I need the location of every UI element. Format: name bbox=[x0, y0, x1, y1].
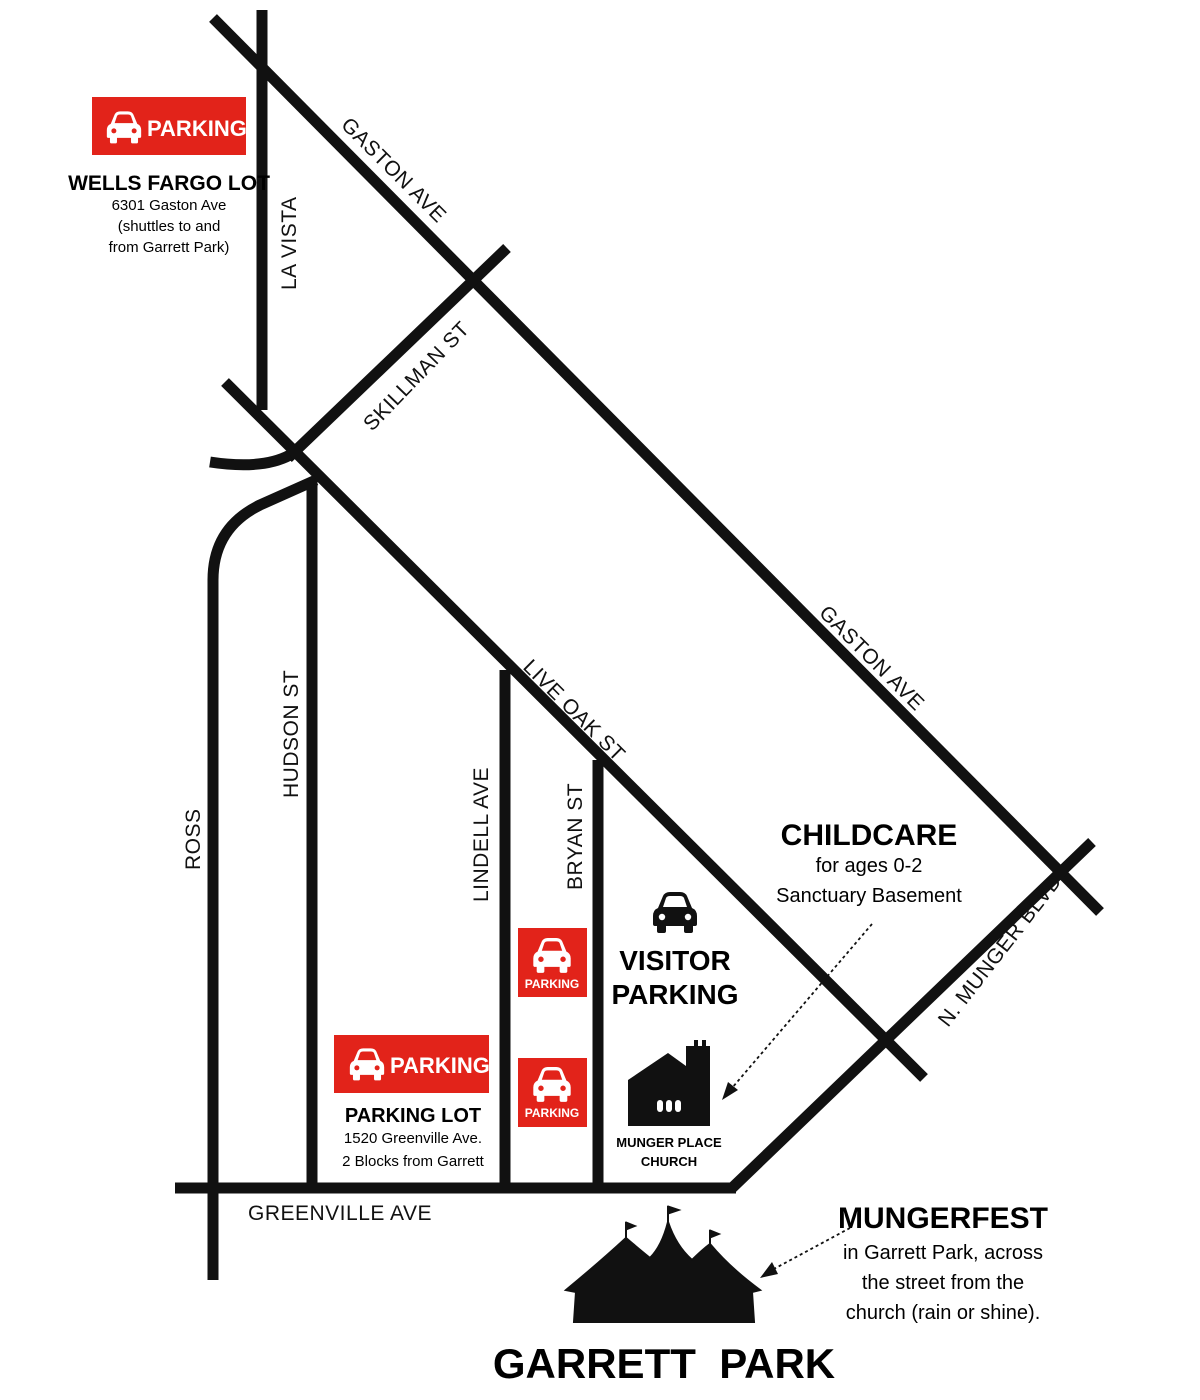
road-ross bbox=[207, 474, 319, 1280]
parking-lot-note: 2 Blocks from Garrett bbox=[342, 1153, 485, 1170]
street-label-gaston-upper: GASTON AVE bbox=[336, 113, 450, 227]
mungerfest-arrow bbox=[760, 1227, 851, 1278]
tent-icon bbox=[563, 1205, 763, 1323]
street-label-greenville: GREENVILLE AVE bbox=[248, 1202, 432, 1225]
parking-lot-info: PARKING LOT 1520 Greenville Ave. 2 Block… bbox=[342, 1105, 485, 1170]
road-live-oak-st bbox=[221, 378, 928, 1082]
wells-fargo-info: WELLS FARGO LOT 6301 Gaston Ave (shuttle… bbox=[68, 172, 270, 256]
parking-badge-label: PARKING bbox=[147, 116, 247, 141]
parking-badge-label: PARKING bbox=[525, 1106, 579, 1120]
street-label-bryan: BRYAN ST bbox=[564, 783, 587, 890]
childcare-title: CHILDCARE bbox=[781, 819, 958, 852]
road-gaston-ave bbox=[209, 14, 1104, 916]
road-ross-curve bbox=[209, 450, 293, 471]
street-label-gaston-lower: GASTON AVE bbox=[814, 601, 928, 715]
parking-badge-label: PARKING bbox=[390, 1053, 490, 1078]
street-label-hudson: HUDSON ST bbox=[280, 670, 303, 798]
wells-fargo-address: 6301 Gaston Ave bbox=[112, 197, 227, 214]
church-name-2: CHURCH bbox=[641, 1154, 697, 1169]
road-network bbox=[175, 10, 1104, 1280]
car-icon bbox=[653, 892, 697, 933]
childcare-ages: for ages 0-2 bbox=[816, 855, 923, 877]
wells-fargo-note-2: from Garrett Park) bbox=[109, 239, 230, 256]
mungerfest-info: MUNGERFEST in Garrett Park, across the s… bbox=[838, 1202, 1048, 1324]
childcare-info: CHILDCARE for ages 0-2 Sanctuary Basemen… bbox=[776, 819, 962, 907]
childcare-location: Sanctuary Basement bbox=[776, 885, 962, 907]
parking-badge-small-lower: PARKING bbox=[518, 1058, 587, 1127]
road-skillman-st bbox=[284, 244, 511, 462]
parking-lot-badge: PARKING bbox=[334, 1035, 490, 1093]
church-name-1: MUNGER PLACE bbox=[616, 1135, 722, 1150]
wells-fargo-title: WELLS FARGO LOT bbox=[68, 172, 270, 195]
street-label-lindell: LINDELL AVE bbox=[470, 767, 493, 902]
parking-badge-small-upper: PARKING bbox=[518, 928, 587, 997]
street-label-la-vista: LA VISTA bbox=[278, 197, 301, 291]
mungerfest-line-3: church (rain or shine). bbox=[846, 1302, 1041, 1324]
parking-lot-address: 1520 Greenville Ave. bbox=[344, 1130, 482, 1147]
childcare-arrow bbox=[722, 923, 873, 1100]
wells-fargo-note-1: (shuttles to and bbox=[118, 218, 221, 235]
parking-badge-label: PARKING bbox=[525, 977, 579, 991]
mungerfest-line-2: the street from the bbox=[862, 1272, 1024, 1294]
street-label-live-oak: LIVE OAK ST bbox=[518, 655, 629, 766]
mungerfest-line-1: in Garrett Park, across bbox=[843, 1242, 1043, 1264]
park-name: GARRETT PARK bbox=[493, 1340, 835, 1387]
street-label-ross: ROSS bbox=[182, 808, 205, 870]
church-icon bbox=[628, 1040, 710, 1126]
church-label: MUNGER PLACE CHURCH bbox=[616, 1135, 722, 1169]
visitor-line-1: VISITOR bbox=[619, 945, 731, 976]
parking-lot-title: PARKING LOT bbox=[345, 1105, 481, 1127]
wells-fargo-parking-badge: PARKING bbox=[92, 97, 247, 155]
visitor-line-2: PARKING bbox=[611, 979, 738, 1010]
visitor-parking: VISITOR PARKING bbox=[611, 892, 739, 1010]
road-n-munger-blvd bbox=[728, 838, 1096, 1192]
mungerfest-title: MUNGERFEST bbox=[838, 1202, 1048, 1235]
